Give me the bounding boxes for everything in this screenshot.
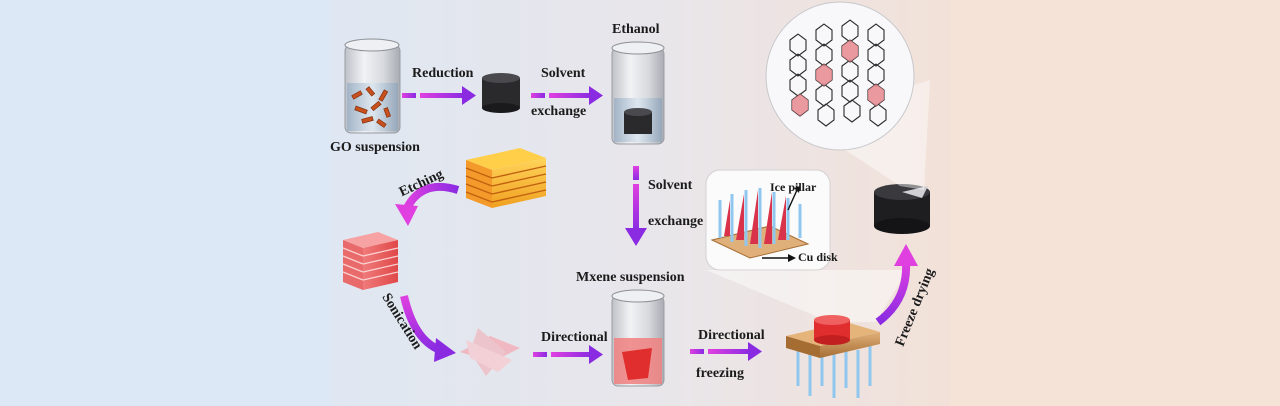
ice-pillar-inset [705, 169, 831, 271]
arrow-solvent-exchange-2 [625, 166, 647, 246]
label-mxene-suspension: Mxene suspension [576, 270, 685, 285]
label-cu-disk: Cu disk [798, 250, 838, 264]
right-panel-background [950, 0, 1280, 406]
layered-max-phase [465, 148, 547, 208]
label-solvent-2: Solvent [648, 178, 693, 193]
label-exchange-1: exchange [531, 104, 587, 119]
arrow-directional-freezing [690, 342, 762, 361]
label-exchange-2: exchange [648, 214, 704, 229]
arrow-solvent-exchange-1 [531, 86, 603, 105]
label-go-suspension: GO suspension [330, 140, 420, 155]
left-panel-background [0, 0, 330, 406]
label-ethanol: Ethanol [612, 22, 660, 37]
label-directional-1: Directional [541, 330, 608, 345]
mxene-suspension-beaker [611, 289, 665, 387]
label-reduction: Reduction [412, 66, 474, 81]
arrow-directional-1 [533, 345, 603, 364]
ethanol-beaker [611, 41, 665, 145]
reduced-graphene-monolith [482, 73, 520, 113]
arrow-etching [395, 182, 460, 226]
magnification-cone [706, 270, 906, 322]
label-directional-2: Directional [698, 328, 765, 343]
layered-mxene [342, 232, 399, 290]
freezing-stage [786, 315, 880, 398]
exfoliated-mxene-flakes [460, 328, 520, 376]
label-freezing: freezing [696, 366, 744, 381]
aerogel-product [874, 184, 930, 234]
honeycomb-zoom-circle [765, 1, 915, 151]
label-solvent-1: Solvent [541, 66, 586, 81]
go-suspension-beaker [344, 38, 401, 134]
arrow-freeze-drying [875, 244, 918, 326]
arrow-sonication [400, 295, 456, 362]
arrow-reduction [402, 86, 476, 105]
label-ice-pillar: Ice pillar [770, 180, 817, 194]
